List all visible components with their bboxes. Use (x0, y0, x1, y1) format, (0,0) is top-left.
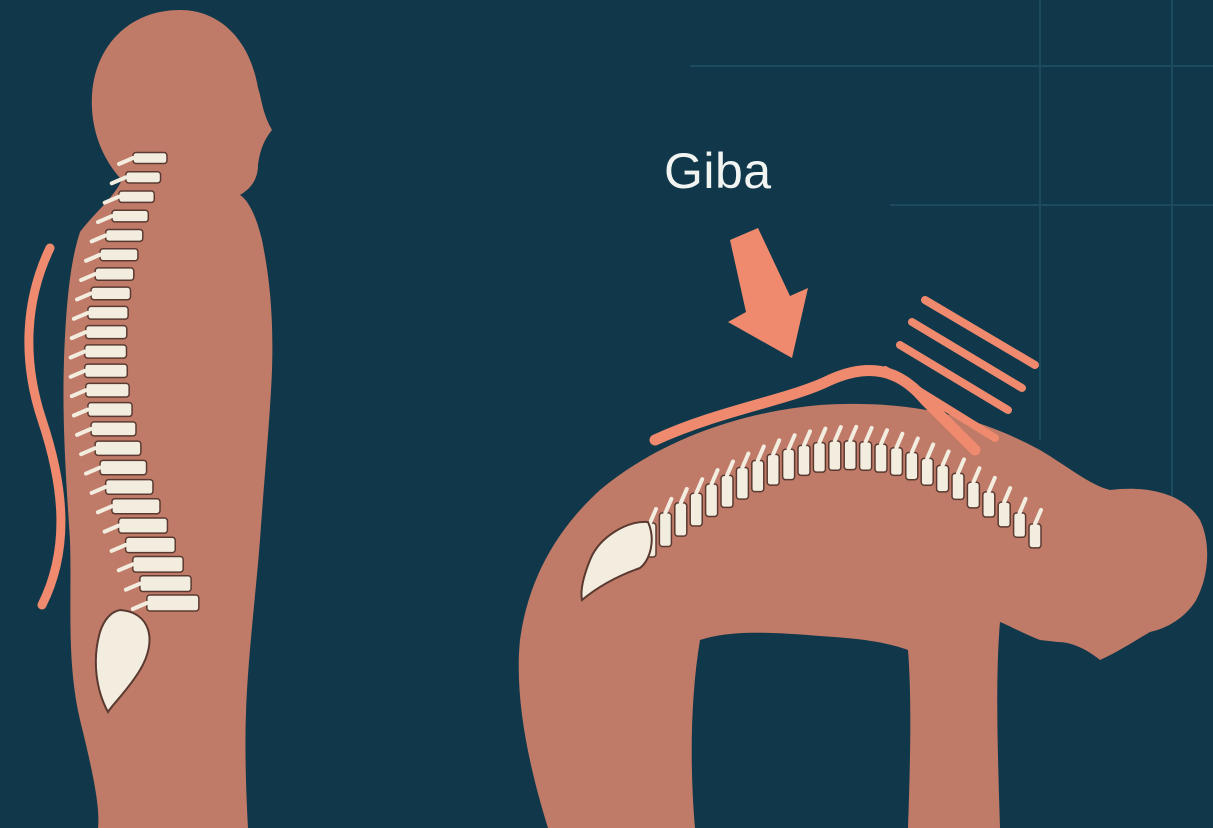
vertebra (829, 441, 841, 470)
vertebra (100, 249, 138, 261)
vertebra (890, 448, 902, 476)
vertebra (706, 484, 718, 516)
vertebra (106, 229, 143, 241)
vertebra (721, 475, 733, 507)
vertebra (690, 493, 702, 526)
vertebra (95, 441, 141, 455)
vertebra (100, 460, 147, 474)
vertebra (998, 502, 1010, 527)
vertebra (126, 172, 161, 183)
vertebra (85, 345, 127, 358)
vertebra (88, 403, 132, 417)
vertebra (983, 492, 995, 517)
vertebra (86, 326, 127, 339)
vertebra (675, 503, 687, 536)
vertebra (860, 442, 872, 470)
vertebra (906, 453, 918, 480)
vertebra (937, 465, 949, 491)
vertebra (85, 364, 128, 377)
vertebra (1029, 524, 1041, 548)
vertebra (736, 468, 748, 500)
vertebra (140, 576, 191, 592)
vertebra (752, 460, 764, 491)
down-arrow-icon (728, 228, 808, 358)
vertebra (921, 458, 933, 485)
vertebra (86, 383, 129, 397)
vertebra (112, 499, 160, 514)
vertebra (813, 443, 825, 473)
vertebra (119, 191, 155, 202)
vertebra (119, 518, 168, 533)
vertebra (1014, 513, 1026, 537)
standing-figure (29, 10, 273, 828)
vertebra (767, 454, 779, 485)
vertebra (875, 444, 887, 472)
vertebra (91, 422, 136, 436)
vertebra (783, 449, 795, 479)
vertebra (126, 537, 176, 552)
vertebra (952, 473, 964, 499)
standing-body-silhouette (63, 10, 272, 828)
vertebra (106, 480, 153, 495)
vertebra (133, 153, 167, 164)
vertebra (95, 268, 134, 280)
vertebra (659, 513, 671, 547)
vertebra (967, 482, 979, 508)
hump-label: Giba (664, 146, 772, 196)
vertebra (91, 287, 130, 300)
vertebra (88, 306, 128, 319)
vertebra (798, 445, 810, 475)
bent-figure (519, 228, 1207, 828)
vertebra (133, 557, 183, 573)
vertebra (147, 595, 199, 611)
vertebra (112, 210, 148, 222)
vertebra (844, 441, 856, 470)
standing-posture-curve-line (29, 248, 61, 605)
